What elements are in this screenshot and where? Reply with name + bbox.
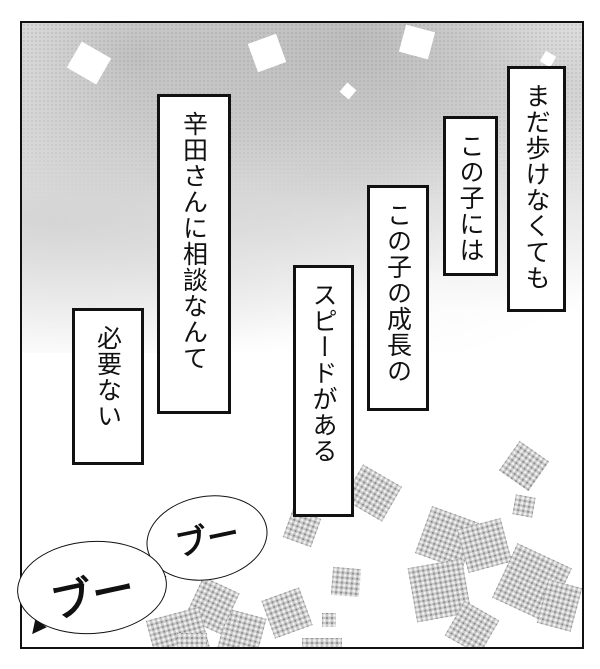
caption-box-konoko-niwa: この子には — [443, 116, 498, 276]
tone-square — [101, 648, 144, 649]
tone-square — [456, 517, 513, 574]
caption-text: この子には — [456, 133, 485, 263]
caption-box-speed-ga-aru: スピードがある — [293, 265, 354, 517]
tone-square — [322, 613, 336, 627]
caption-box-mada-arukenakutemo: まだ歩けなくても — [507, 66, 566, 312]
tone-square — [177, 633, 207, 647]
caption-text: まだ歩けなくても — [522, 83, 551, 291]
caption-box-hitsuyou-nai: 必要ない — [72, 308, 144, 465]
tone-square — [330, 566, 362, 598]
caption-box-karata-san-ni-soudan-nante: 辛田さんに相談なんて — [157, 94, 231, 414]
caption-text: 辛田さんに相談なんて — [179, 111, 209, 371]
caption-text: スピードがある — [309, 282, 338, 464]
caption-text: この子の成長の — [383, 202, 413, 384]
tone-square — [261, 587, 313, 639]
tone-square — [302, 638, 342, 647]
tone-square — [498, 440, 550, 492]
caption-text: 必要ない — [93, 325, 123, 429]
tone-square — [512, 494, 536, 518]
caption-box-konoko-no-seichou-no: この子の成長の — [367, 185, 429, 411]
